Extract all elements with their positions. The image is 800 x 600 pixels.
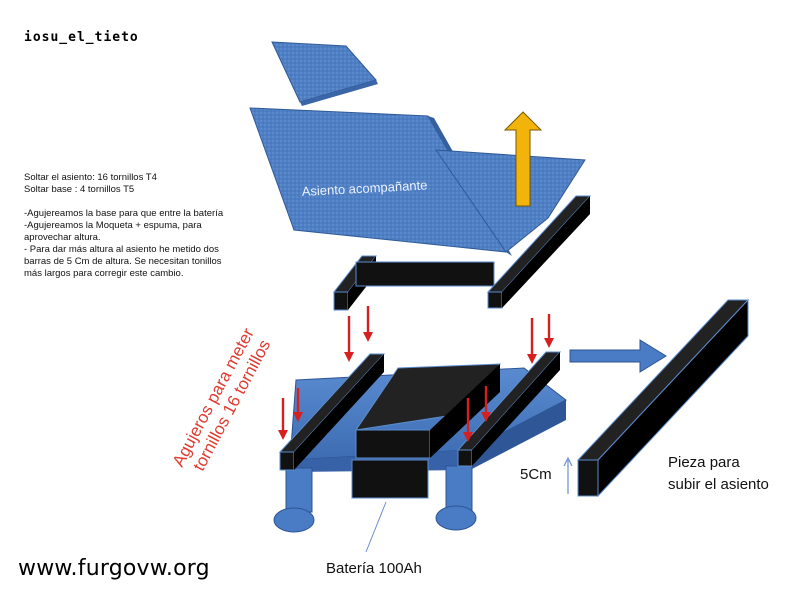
instruction-line: -Agujereamos la base para que entre la b…	[24, 208, 224, 219]
battery-pointer	[365, 501, 387, 553]
instruction-line: Soltar base : 4 tornillos T5	[24, 184, 135, 195]
down-arrow-icon	[344, 316, 354, 362]
instruction-line: -Agujereamos la Moqueta + espuma, para	[24, 220, 202, 231]
instruction-line: más largos para corregir este cambio.	[24, 268, 184, 279]
riser-piece-shape	[576, 298, 750, 498]
base-leg-left	[273, 467, 315, 533]
piece-label-line: subir el asiento	[668, 476, 769, 493]
seat-center-bar	[355, 261, 495, 287]
instruction-line: barras de 5 Cm de altura. Se necesitan t…	[24, 256, 222, 267]
down-arrow-icon	[278, 398, 288, 440]
down-arrow-icon	[463, 398, 473, 442]
holes-label: Agujeros para meter tornillos 16 tornill…	[169, 325, 275, 474]
battery-label: Batería 100Ah	[326, 560, 422, 577]
down-arrow-icon	[544, 314, 554, 348]
instructions-text: Soltar el asiento: 16 tornillos T4 Solta…	[24, 172, 294, 280]
instruction-line: - Para dar más altura al asiento he meti…	[24, 244, 219, 255]
headrest-shape	[271, 41, 378, 106]
seat-shape	[249, 107, 586, 256]
piece-label: Pieza para subir el asiento	[668, 452, 769, 496]
base-bar-left	[278, 353, 386, 471]
down-arrow-icon	[363, 306, 373, 342]
height-indicator	[563, 456, 573, 494]
seat-bar-right	[486, 195, 592, 309]
site-watermark: www.furgovw.org	[18, 556, 210, 581]
move-right-arrow	[569, 339, 667, 373]
down-arrow-icon	[481, 386, 491, 422]
author-logo: iosu_el_tieto	[24, 30, 139, 45]
instruction-line: aprovechar altura.	[24, 232, 101, 243]
piece-label-line: Pieza para	[668, 454, 740, 471]
screw-arrows	[278, 306, 554, 442]
base-bar-right	[456, 351, 562, 467]
base-leg-right	[435, 465, 477, 531]
lift-up-arrow	[503, 111, 543, 207]
down-arrow-icon	[293, 388, 303, 422]
height-label: 5Cm	[520, 466, 552, 483]
instruction-line: Soltar el asiento: 16 tornillos T4	[24, 172, 157, 183]
down-arrow-icon	[527, 318, 537, 364]
seat-label: Asiento acompañante	[301, 177, 427, 199]
battery-shape	[351, 363, 502, 499]
